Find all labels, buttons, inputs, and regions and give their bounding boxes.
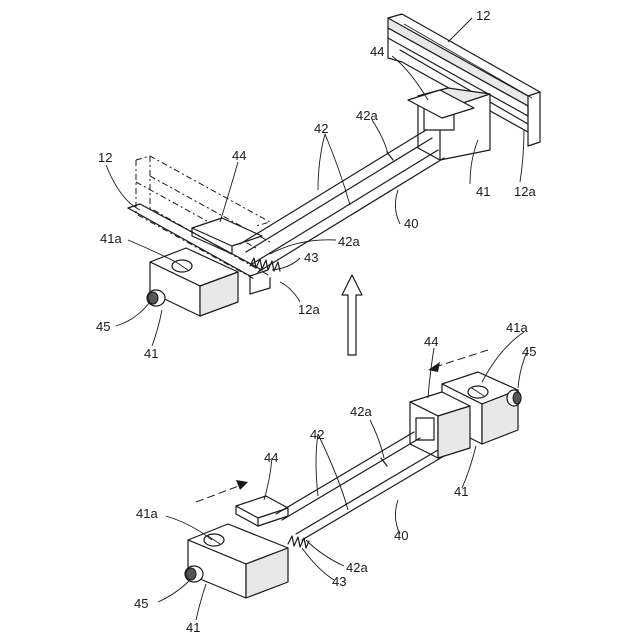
label-42-upper: 42 xyxy=(314,121,328,136)
label-44-upper-right: 44 xyxy=(370,44,384,59)
label-41a-lower-left: 41a xyxy=(136,506,158,521)
label-12a-upper-right: 12a xyxy=(514,184,536,199)
upper-right-block xyxy=(408,88,490,160)
label-41-lower-right: 41 xyxy=(454,484,468,499)
label-43-upper: 43 xyxy=(304,250,318,265)
upper-knob xyxy=(147,290,165,306)
label-41-upper-left: 41 xyxy=(144,346,158,361)
label-40-upper: 40 xyxy=(404,216,418,231)
label-42a-lower-left: 42a xyxy=(346,560,368,575)
label-12a-upper-left: 12a xyxy=(298,302,320,317)
label-44-lower-left: 44 xyxy=(264,450,278,465)
label-45-upper: 45 xyxy=(96,319,110,334)
upper-left-block xyxy=(150,248,238,316)
label-42a-lower-right: 42a xyxy=(350,404,372,419)
transition-arrow xyxy=(342,275,362,355)
label-41a-lower-right: 41a xyxy=(506,320,528,335)
lower-left-motion-arrow xyxy=(196,480,248,502)
label-41-upper-right: 41 xyxy=(476,184,490,199)
label-41-lower-left: 41 xyxy=(186,620,200,635)
label-44-lower-right: 44 xyxy=(424,334,438,349)
label-42a-upper-left: 42a xyxy=(338,234,360,249)
label-12-upper-left: 12 xyxy=(98,150,112,165)
label-45-lower-left: 45 xyxy=(134,596,148,611)
label-41a-upper: 41a xyxy=(100,231,122,246)
lower-left-block xyxy=(188,524,288,598)
label-43-lower: 43 xyxy=(332,574,346,589)
label-44-upper-left: 44 xyxy=(232,148,246,163)
upper-assembly xyxy=(128,14,540,316)
lower-knob xyxy=(185,566,203,582)
label-40-lower: 40 xyxy=(394,528,408,543)
upper-rods xyxy=(240,130,444,272)
lower-right-slider xyxy=(410,392,470,458)
label-12-upper-right: 12 xyxy=(476,8,490,23)
lower-right-motion-arrow xyxy=(428,350,488,372)
upper-spring xyxy=(250,258,280,271)
label-45-lower-right: 45 xyxy=(522,344,536,359)
label-42-lower: 42 xyxy=(310,427,324,442)
label-42a-upper-right: 42a xyxy=(356,108,378,123)
